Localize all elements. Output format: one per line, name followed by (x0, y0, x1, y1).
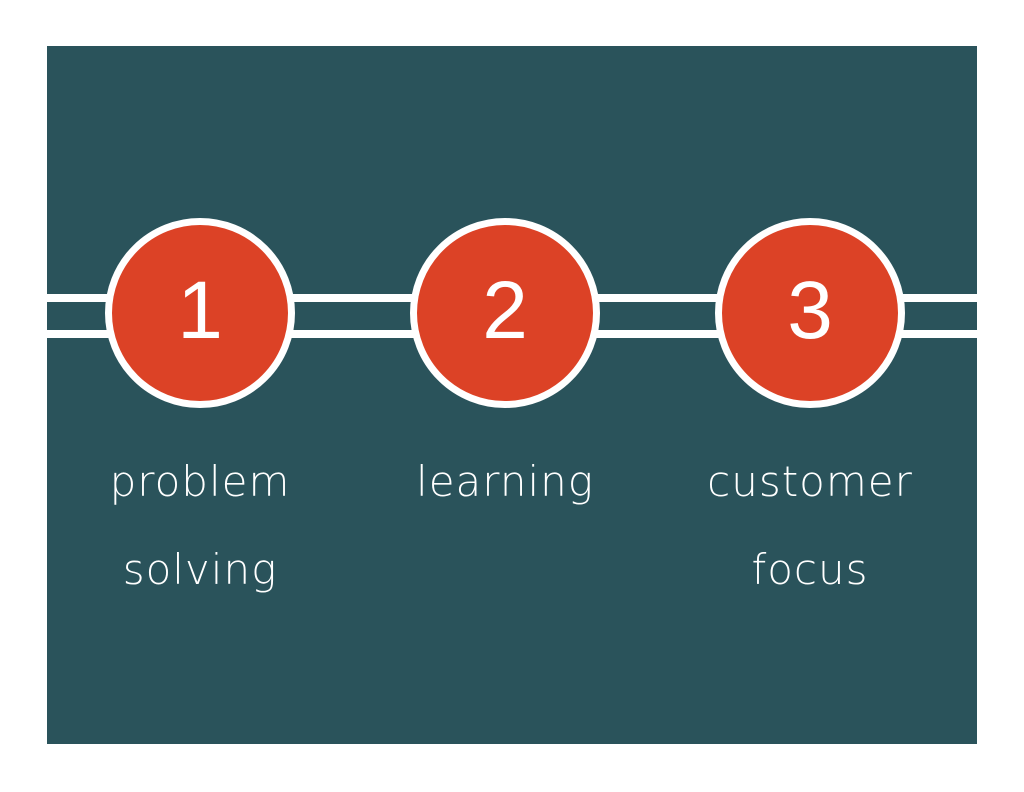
slide-panel: 1 2 3 problem solving learning customer … (47, 46, 977, 744)
step-2-number: 2 (482, 265, 528, 356)
step-1-circle: 1 (105, 218, 295, 408)
step-1-label-line1: problem (109, 457, 291, 506)
step-3-circle: 3 (715, 218, 905, 408)
step-1-label-line2: solving (122, 545, 278, 594)
step-1-label: problem solving (70, 438, 330, 614)
step-3-number: 3 (787, 265, 833, 356)
step-3-label-line1: customer (707, 457, 913, 506)
step-2: 2 (410, 218, 600, 408)
step-3: 3 (715, 218, 905, 408)
step-1-number: 1 (177, 265, 223, 356)
step-3-label-line2: focus (751, 545, 869, 594)
step-2-circle: 2 (410, 218, 600, 408)
step-3-label: customer focus (680, 438, 940, 614)
step-2-label: learning (375, 438, 635, 526)
step-2-label-line1: learning (416, 457, 594, 506)
step-1: 1 (105, 218, 295, 408)
